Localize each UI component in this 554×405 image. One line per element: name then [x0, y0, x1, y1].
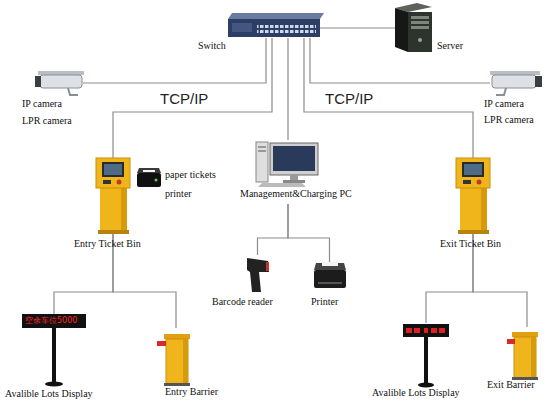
- camera-icon: [490, 71, 542, 95]
- ticket-kiosk-icon: [96, 158, 130, 234]
- exit-barrier: Exit Barrier: [508, 327, 546, 379]
- ip-camera: IP cameraLPR camera: [490, 72, 542, 94]
- exit-ticket-bin: Exit Ticket Bin: [456, 158, 490, 234]
- node-label: Entry Ticket Bin: [74, 238, 141, 250]
- node-label: LPR camera: [484, 114, 534, 126]
- ticket-printer-icon: [137, 168, 161, 187]
- node-label: Server: [437, 40, 463, 52]
- printer: Printer: [312, 262, 347, 290]
- node-label: Entry Barrier: [165, 386, 218, 398]
- barrier-icon: [507, 332, 538, 380]
- node-label: Barcode reader: [212, 296, 273, 308]
- node-label: Exit Barrier: [487, 379, 534, 391]
- barcode-reader-icon: [247, 258, 269, 292]
- entry-barrier: Entry Barrier: [157, 328, 195, 386]
- printer-icon: [314, 262, 346, 288]
- node-label: Exit Ticket Bin: [440, 238, 501, 250]
- network-cable: [304, 38, 473, 158]
- computer-icon: [256, 142, 318, 187]
- network-cable: [113, 38, 272, 158]
- server: Server: [395, 4, 433, 52]
- network-cable: [258, 204, 289, 255]
- ip-camera: IP cameraLPR camera: [35, 72, 83, 94]
- lots-display-icon: [22, 314, 86, 387]
- led-display-text: 空余车位5000: [25, 316, 77, 326]
- network-cable: [83, 38, 266, 83]
- node-label: LPR camera: [22, 115, 72, 127]
- server-icon: [395, 3, 432, 52]
- node-label: Avalible Lots Display: [5, 388, 93, 400]
- node-label: Management&Charging PC: [240, 188, 352, 200]
- barrier-icon: [157, 334, 190, 386]
- node-label: IP camera: [484, 98, 524, 110]
- network-cable: [288, 204, 330, 262]
- ticket-printer: paper tickets printer: [135, 166, 163, 190]
- network-switch: Switch: [228, 18, 320, 38]
- node-label: Avalible Lots Display: [372, 387, 460, 399]
- protocol-label: TCP/IP: [160, 90, 208, 107]
- network-cable: [320, 27, 395, 28]
- protocol-label: TCP/IP: [325, 90, 373, 107]
- network-cable: [287, 38, 288, 140]
- node-label: Switch: [198, 40, 226, 52]
- lots-display-icon: [403, 324, 449, 388]
- switch-icon: [228, 13, 324, 37]
- node-label: IP camera: [22, 98, 62, 110]
- barcode-reader: Barcode reader: [245, 255, 270, 293]
- management-pc: Management&Charging PC: [255, 140, 321, 204]
- lots-display: Avalible Lots Display: [403, 323, 449, 387]
- entry-ticket-bin: Entry Ticket Bin: [96, 158, 130, 234]
- camera-icon: [35, 71, 84, 95]
- node-label: Printer: [311, 296, 338, 308]
- network-cable: [310, 38, 490, 83]
- node-label: paper tickets printer: [165, 165, 231, 203]
